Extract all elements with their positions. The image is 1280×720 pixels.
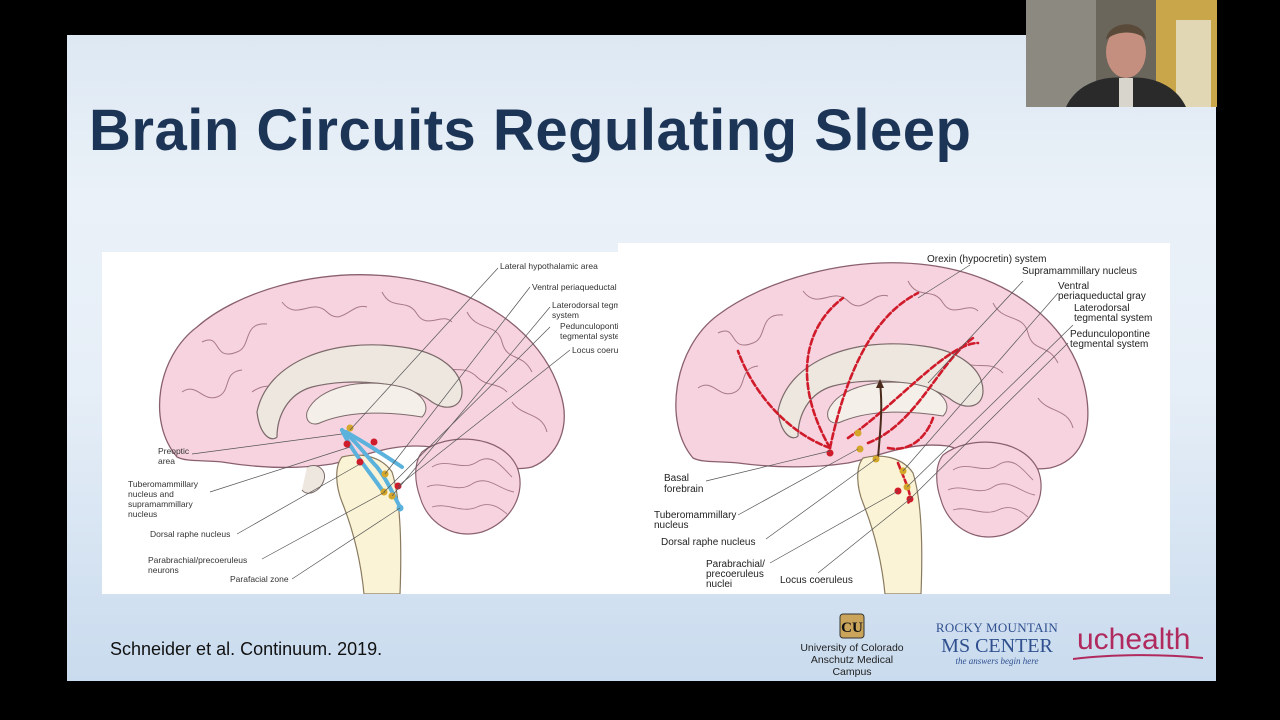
label-locus-coeruleus: Locus coeruleus: [780, 575, 853, 586]
label-tuberomammillary-4: nucleus: [128, 509, 157, 519]
slide-title: Brain Circuits Regulating Sleep: [89, 98, 972, 163]
label-laterodorsal: Laterodorsal tegmental: [552, 300, 619, 310]
label-parafacial: Parafacial zone: [230, 574, 289, 584]
rocky-mountain-ms-logo: ROCKY MOUNTAIN MS CENTER the answers beg…: [932, 620, 1062, 666]
label-parabrachial: Parabrachial/precoeruleus: [148, 555, 247, 565]
label-ventral-2: periaqueductal gray: [1058, 291, 1146, 302]
right-brain-diagram: Orexin (hypocretin) system Supramammilla…: [618, 243, 1170, 594]
label-tuberomammillary-3: supramammillary: [128, 499, 193, 509]
uchealth-logo: uchealth: [1073, 623, 1203, 660]
presentation-slide: Brain Circuits Regulating Sleep: [67, 35, 1216, 681]
label-basal-forebrain: Basal: [664, 473, 689, 484]
presenter-video-icon: [1026, 0, 1217, 107]
left-brain-diagram: Lateral hypothalamic area Ventral periaq…: [102, 252, 619, 594]
label-locus-coeruleus: Locus coeruleus: [572, 345, 619, 355]
label-laterodorsal-2: system: [552, 310, 579, 320]
label-lateral-hypothalamic: Lateral hypothalamic area: [500, 261, 598, 271]
label-parabrachial-3: nuclei: [706, 579, 732, 590]
label-basal-forebrain-2: forebrain: [664, 484, 703, 495]
label-supramammillary: Supramammillary nucleus: [1022, 266, 1137, 277]
cu-line1: University of Colorado: [800, 642, 904, 654]
label-preoptic-2: area: [158, 456, 175, 466]
label-ventral-periaqueductal: Ventral periaqueductal gray: [532, 282, 619, 292]
label-dorsal-raphe: Dorsal raphe nucleus: [150, 529, 230, 539]
label-preoptic: Preoptic: [158, 446, 190, 456]
label-tuberomammillary-2: nucleus and: [128, 489, 174, 499]
label-orexin-system: Orexin (hypocretin) system: [927, 254, 1046, 265]
svg-text:CU: CU: [841, 620, 863, 636]
uchealth-swoosh-icon: [1073, 654, 1203, 660]
label-parabrachial-2: precoeruleus: [706, 569, 764, 580]
label-parabrachial-2: neurons: [148, 565, 179, 575]
label-laterodorsal: Laterodorsal: [1074, 303, 1130, 314]
label-ventral: Ventral: [1058, 281, 1089, 292]
label-parabrachial: Parabrachial/: [706, 559, 765, 570]
uchealth-wordmark: uchealth: [1077, 623, 1191, 656]
label-pedunculopontine-2: tegmental system: [560, 331, 619, 341]
label-tuberomammillary: Tuberomammillary: [128, 479, 199, 489]
label-pedunculopontine: Pedunculopontine: [560, 321, 619, 331]
label-pedunculopontine-2: tegmental system: [1070, 339, 1148, 350]
label-pedunculopontine: Pedunculopontine: [1070, 329, 1151, 340]
presenter-webcam: [1026, 0, 1217, 107]
label-dorsal-raphe: Dorsal raphe nucleus: [661, 537, 756, 548]
rm-line2: MS CENTER: [941, 635, 1053, 657]
cu-line2: Anschutz Medical Campus: [810, 654, 894, 678]
citation-text: Schneider et al. Continuum. 2019.: [110, 639, 383, 659]
cu-logo-icon: CU: [839, 613, 865, 639]
rm-line1: ROCKY MOUNTAIN: [935, 620, 1059, 635]
cu-anschutz-logo: CU University of Colorado Anschutz Medic…: [792, 613, 912, 678]
rm-tagline: the answers begin here: [955, 656, 1039, 666]
label-laterodorsal-2: tegmental system: [1074, 313, 1152, 324]
label-tuberomammillary: Tuberomammillary: [654, 510, 736, 521]
label-tuberomammillary-2: nucleus: [654, 520, 688, 531]
